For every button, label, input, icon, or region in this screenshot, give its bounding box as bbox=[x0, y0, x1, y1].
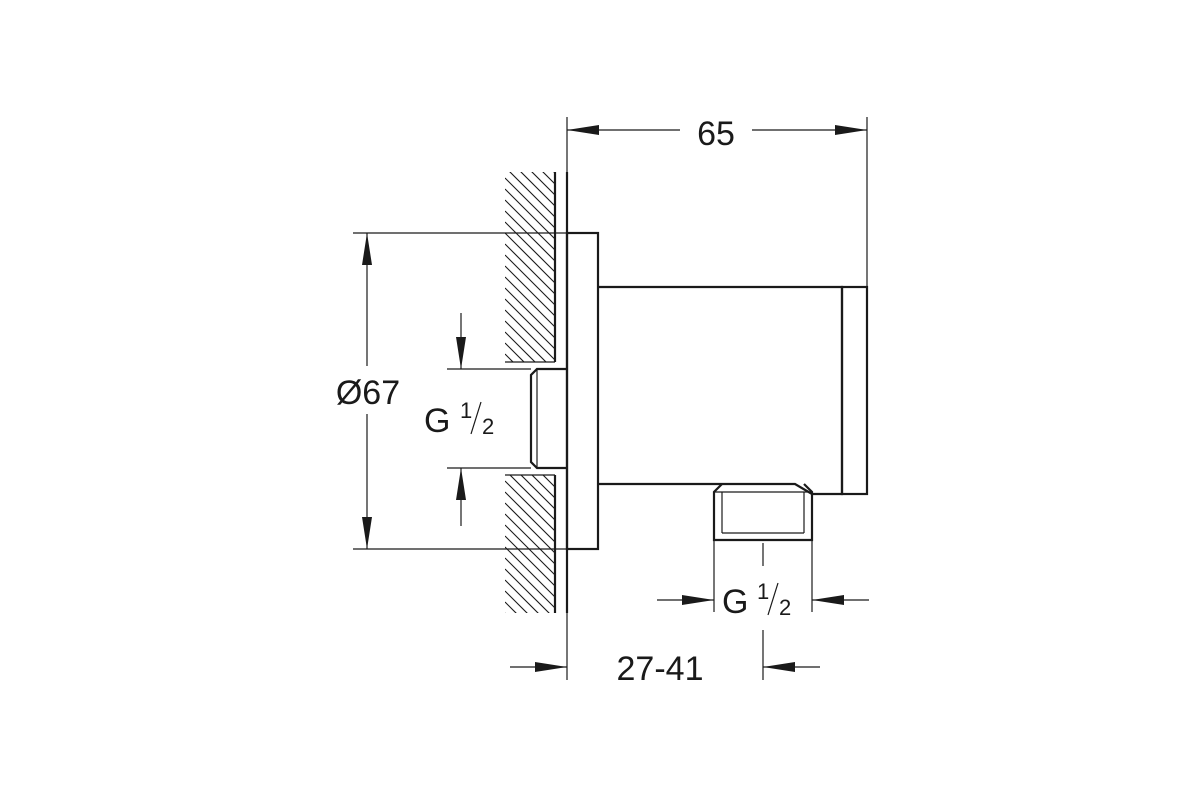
arrow-left bbox=[567, 125, 599, 135]
hatch-line bbox=[505, 557, 555, 609]
hatch-line bbox=[505, 568, 550, 613]
hatch-line bbox=[542, 172, 555, 185]
arrow-up bbox=[362, 233, 372, 265]
hatch-line bbox=[505, 590, 528, 613]
hatch-line bbox=[542, 475, 555, 488]
arrow-down bbox=[362, 517, 372, 549]
fraction-slash bbox=[470, 401, 482, 435]
hatch-line bbox=[505, 221, 555, 273]
dimension-wall-depth-range: 27-41 bbox=[510, 613, 820, 688]
hatch-line bbox=[505, 331, 536, 362]
thread-label-denominator: 2 bbox=[779, 595, 791, 620]
hatch-line bbox=[505, 513, 555, 565]
hatch-line bbox=[505, 524, 555, 576]
thread-label-numerator: 1 bbox=[757, 579, 769, 604]
hatch-line bbox=[505, 320, 547, 362]
hatch-line bbox=[505, 546, 555, 598]
hatch-line bbox=[505, 287, 555, 339]
hatch-line bbox=[505, 199, 555, 251]
wall-outlet-fitting bbox=[529, 231, 869, 551]
dimension-label-65: 65 bbox=[697, 115, 735, 153]
arrow-down bbox=[456, 337, 466, 369]
wall-thread-spigot bbox=[529, 367, 567, 470]
dimension-flange-diameter: Ø67 bbox=[336, 232, 567, 550]
thread-label-letter: G bbox=[424, 402, 450, 440]
hatch-line bbox=[520, 172, 555, 207]
hatch-line bbox=[505, 210, 555, 262]
wall-hatch-bottom bbox=[505, 475, 555, 613]
hatch-line bbox=[505, 254, 555, 306]
hatch-line bbox=[505, 243, 555, 295]
hatch-line bbox=[505, 309, 555, 361]
dimension-overall-depth: 65 bbox=[566, 115, 868, 287]
thread-label-numerator: 1 bbox=[460, 398, 472, 423]
arrow-up bbox=[456, 468, 466, 500]
hatch-line bbox=[505, 502, 555, 554]
thread-label-denominator: 2 bbox=[482, 414, 494, 439]
hatch-line bbox=[505, 480, 555, 532]
hatch-line bbox=[505, 265, 555, 317]
front-cap bbox=[840, 285, 869, 496]
hatch-line bbox=[553, 172, 555, 174]
hatch-line bbox=[505, 579, 539, 613]
arrow-right bbox=[535, 662, 567, 672]
arrow-left bbox=[763, 662, 795, 672]
wall-hatch-top bbox=[505, 112, 555, 362]
outlet-body bbox=[598, 285, 844, 496]
dimension-label-depth-range: 27-41 bbox=[617, 650, 704, 688]
hatch-line bbox=[505, 342, 525, 362]
hatch-line bbox=[509, 172, 555, 218]
fraction-slash bbox=[767, 582, 779, 616]
hatch-line bbox=[505, 177, 555, 229]
arrow-right bbox=[682, 595, 714, 605]
flange bbox=[565, 231, 600, 551]
thread-label-letter: G bbox=[722, 583, 748, 621]
dimension-outlet-thread: G 1 2 bbox=[657, 540, 869, 621]
hatch-line bbox=[531, 172, 555, 196]
hatch-line bbox=[505, 112, 555, 162]
hatch-line bbox=[505, 601, 517, 613]
arrow-left bbox=[812, 595, 844, 605]
wall-section bbox=[505, 112, 569, 613]
arrow-right bbox=[835, 125, 867, 135]
hatch-line bbox=[505, 276, 555, 328]
hatch-line bbox=[505, 612, 506, 613]
hatch-line bbox=[505, 491, 555, 543]
hatch-line bbox=[505, 298, 555, 350]
outlet-thread bbox=[712, 483, 814, 542]
dimension-wall-thread: G 1 2 bbox=[424, 313, 531, 526]
hatch-line bbox=[509, 475, 555, 521]
hatch-line bbox=[505, 188, 555, 240]
dimension-label-diameter: Ø67 bbox=[336, 374, 400, 412]
hatch-line bbox=[531, 475, 555, 499]
hatch-line bbox=[505, 232, 555, 284]
hatch-line bbox=[505, 535, 555, 587]
hatch-line bbox=[520, 475, 555, 510]
